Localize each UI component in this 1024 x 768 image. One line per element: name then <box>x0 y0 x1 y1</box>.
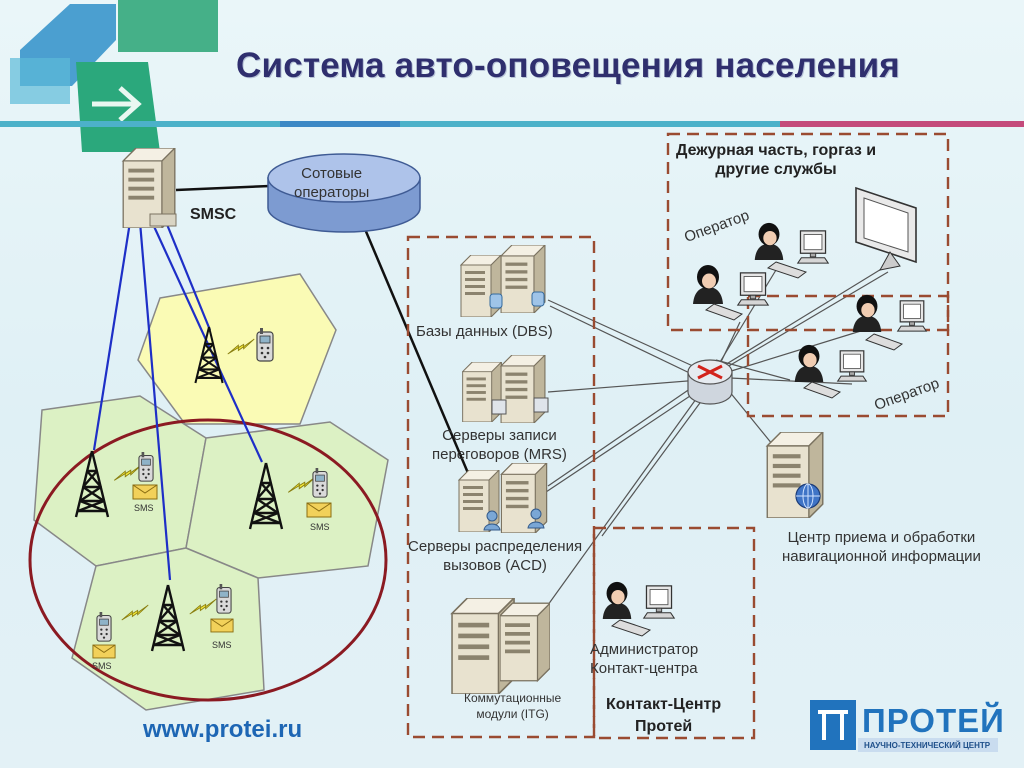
admin-line-2: Контакт-центра <box>590 660 698 677</box>
cellular-operators-label: Сотовые операторы <box>294 164 369 202</box>
title-divider <box>0 121 1024 127</box>
mrs-line-2: переговоров (MRS) <box>432 446 567 463</box>
sms-label-bottom-right: SMS <box>212 640 232 650</box>
duty-services-box <box>666 132 950 332</box>
acd-servers-icon <box>458 463 548 533</box>
dbs-servers-icon <box>460 245 546 317</box>
contact-center-line-1: Контакт-Центр <box>606 696 722 713</box>
sms-label-bottom-left: SMS <box>92 661 112 671</box>
coverage-ellipse <box>28 418 388 702</box>
navigation-server-icon <box>766 432 824 518</box>
operator-group-box <box>746 294 950 418</box>
cellular-operators-icon <box>267 153 421 233</box>
itg-modules-icon <box>451 598 550 694</box>
cell-right <box>185 421 389 579</box>
logo-wordmark: ПРОТЕЙ <box>862 702 1005 739</box>
contact-center-box <box>592 526 756 740</box>
operator-links <box>175 184 478 493</box>
group-boxes <box>406 132 950 740</box>
sms-label-right: SMS <box>310 522 330 532</box>
cell-bottom <box>71 547 265 711</box>
operator-workstation-1 <box>754 222 829 279</box>
mrs-servers-icon <box>462 355 549 423</box>
itg-line-2: модули (ITG) <box>476 707 549 721</box>
navigation-center-label: Центр приема и обработки навигационной и… <box>782 528 981 566</box>
smsc-label: SMSC <box>190 206 237 223</box>
server-group-box <box>406 235 596 739</box>
acd-line-2: вызовов (ACD) <box>443 557 547 574</box>
cellular-operators-line-2: операторы <box>294 184 370 201</box>
admin-label: Администратор Контакт-центра <box>590 640 698 678</box>
duty-services-line-2: другие службы <box>715 161 837 178</box>
large-monitor-icon <box>855 186 917 271</box>
smsc-tower-links <box>92 221 263 581</box>
sms-label-left: SMS <box>134 503 154 513</box>
cell-yellow <box>137 273 337 425</box>
operator-workstation-2 <box>693 265 769 321</box>
cell-network <box>33 273 389 711</box>
operator-workstation-3 <box>852 294 927 351</box>
mrs-label: Серверы записи переговоров (MRS) <box>432 426 567 464</box>
itg-label: Коммутационные модули (ITG) <box>464 690 561 722</box>
website-link[interactable]: www.protei.ru <box>143 716 303 743</box>
logo-subtitle: НАУЧНО-ТЕХНИЧЕСКИЙ ЦЕНТР <box>864 741 991 750</box>
itg-line-1: Коммутационные <box>464 691 562 705</box>
duty-services-line-1: Дежурная часть, горгаз и <box>676 142 877 159</box>
dbs-label: Базы данных (DBS) <box>416 323 553 340</box>
decor-tiles <box>10 0 218 152</box>
mrs-line-1: Серверы записи <box>442 427 557 444</box>
navigation-center-line-1: Центр приема и обработки <box>787 529 976 546</box>
contact-center-line-2: Протей <box>634 718 693 735</box>
acd-line-1: Серверы распределения <box>408 538 583 555</box>
page-title: Система авто-оповещения населения <box>236 46 900 85</box>
operator-workstation-4 <box>794 344 867 399</box>
cellular-operators-line-1: Сотовые <box>301 165 363 182</box>
smsc-server-icon <box>122 148 177 228</box>
navigation-center-line-2: навигационной информации <box>782 548 981 565</box>
protei-logo-icon <box>810 700 998 752</box>
contact-center-label: Контакт-Центр Протей <box>606 694 721 738</box>
duty-services-label: Дежурная часть, горгаз и другие службы <box>676 141 876 179</box>
router-icon <box>687 359 733 405</box>
admin-line-1: Администратор <box>590 641 699 658</box>
administrator-workstation <box>602 581 675 637</box>
acd-label: Серверы распределения вызовов (ACD) <box>408 537 582 575</box>
